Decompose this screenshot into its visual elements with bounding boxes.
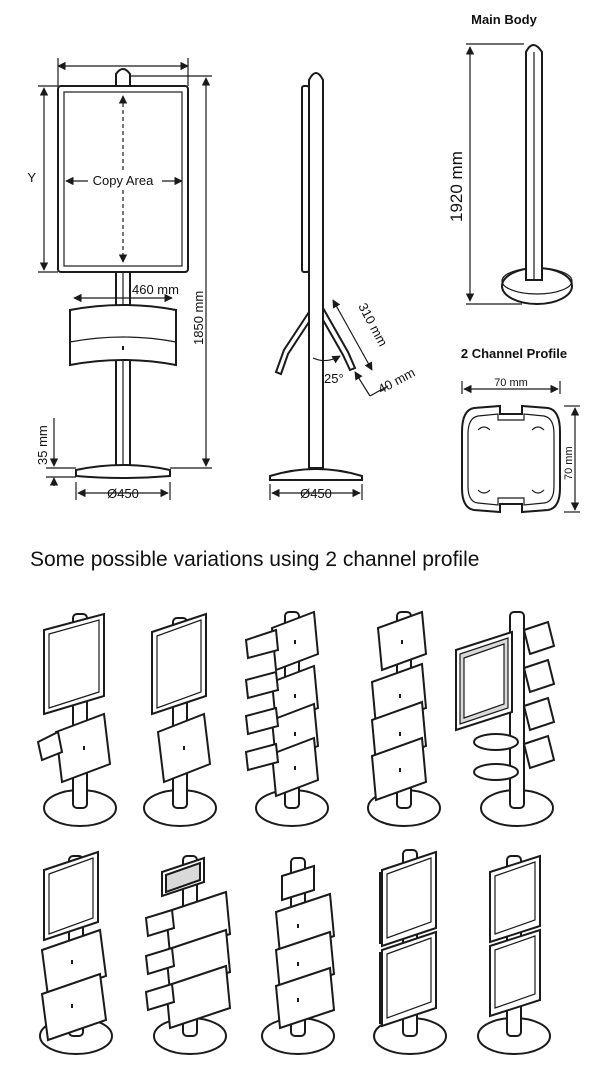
main-body-title: Main Body	[471, 12, 537, 27]
base-diameter-side-label: Ø450	[300, 486, 332, 501]
front-view: Copy Area Y 460 mm 35 mm 1850 mm Ø450	[27, 58, 212, 501]
variation-8	[261, 857, 336, 1055]
channel-profile-title: 2 Channel Profile	[461, 346, 567, 361]
profile-height-label: 70 mm	[563, 446, 575, 480]
variation-6	[39, 850, 113, 1055]
variation-7	[144, 855, 232, 1055]
variation-5	[455, 611, 556, 827]
holder-depth-label: 40 mm	[375, 365, 417, 397]
variations-caption: Some possible variations using 2 channel…	[30, 548, 479, 571]
angle-label: 25°	[324, 371, 344, 386]
variation-1	[36, 612, 117, 827]
copy-area-label: Copy Area	[93, 173, 154, 188]
y-dimension-label: Y	[27, 170, 36, 185]
base-diameter-front-label: Ø450	[107, 486, 139, 501]
variation-10	[477, 854, 551, 1055]
holder-length-label: 310 mm	[355, 300, 390, 349]
variation-2	[143, 612, 217, 827]
variation-9	[373, 849, 447, 1055]
side-view: 25° 310 mm 40 mm Ø450	[269, 72, 417, 501]
variation-3	[244, 610, 329, 827]
holder-width-label: 460 mm	[132, 282, 179, 297]
main-body-height-label: 1920 mm	[447, 151, 466, 222]
profile-width-label: 70 mm	[494, 377, 528, 389]
variation-4	[367, 610, 441, 827]
main-body-view: Main Body 1920 mm	[447, 12, 573, 305]
total-height-label: 1850 mm	[191, 291, 206, 345]
base-height-label: 35 mm	[35, 425, 50, 465]
channel-profile-view: 2 Channel Profile 70 mm 70 mm	[461, 346, 580, 514]
